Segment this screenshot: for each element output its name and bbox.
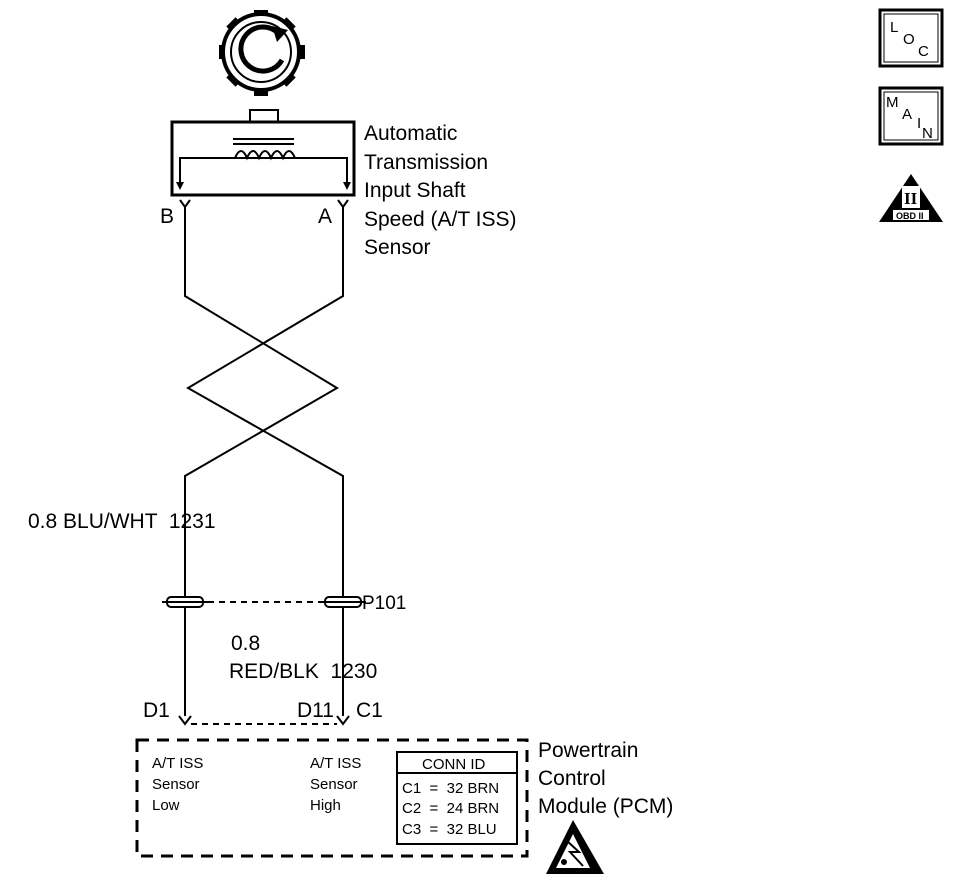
obd-label: OBD II bbox=[896, 211, 924, 221]
high-label-line-1: A/T ISS bbox=[310, 755, 361, 772]
high-label-line-3: High bbox=[310, 797, 341, 814]
pcm-name-line-1: Powertrain bbox=[538, 739, 638, 762]
pcm-pin-d11-label: D11 bbox=[297, 699, 334, 722]
conn-id-box bbox=[396, 751, 518, 845]
iss-sensor-body bbox=[170, 109, 356, 197]
pcm-name-line-3: Module (PCM) bbox=[538, 795, 673, 818]
low-label-line-3: Low bbox=[152, 797, 180, 814]
loc-letter-o: O bbox=[903, 31, 915, 48]
esd-warning-icon bbox=[546, 820, 604, 874]
conn-id-row-c2: C2 = 24 BRN bbox=[402, 800, 499, 817]
high-label-line-2: Sensor bbox=[310, 776, 358, 793]
pcm-pin-d1-label: D1 bbox=[143, 699, 170, 722]
sensor-name-line-1: Automatic bbox=[364, 122, 457, 145]
left-circuit-label: 0.8 BLU/WHT 1231 bbox=[28, 510, 216, 533]
sensor-name-line-4: Speed (A/T ISS) bbox=[364, 208, 517, 231]
obd-numeral: II bbox=[904, 189, 918, 208]
main-letter-m: M bbox=[886, 94, 899, 111]
p101-label: P101 bbox=[362, 593, 406, 614]
rotating-gear-icon bbox=[219, 10, 305, 96]
main-letter-n: N bbox=[922, 125, 933, 142]
coil-icon bbox=[233, 138, 296, 161]
conn-id-title: CONN ID bbox=[422, 756, 486, 773]
pcm-pin-d11-terminal bbox=[336, 715, 350, 726]
conn-id-row-c3: C3 = 32 BLU bbox=[402, 821, 497, 838]
sensor-pin-a-terminal bbox=[337, 199, 349, 209]
main-letter-i: I bbox=[917, 115, 921, 132]
wire-blu-wht-1231 bbox=[184, 207, 339, 596]
conn-id-row-c1: C1 = 32 BRN bbox=[402, 780, 499, 797]
low-label-line-2: Sensor bbox=[152, 776, 200, 793]
sensor-pin-a-label: A bbox=[318, 205, 332, 228]
sensor-pin-b-label: B bbox=[160, 205, 174, 228]
sensor-name-line-5: Sensor bbox=[364, 236, 431, 259]
pcm-module-box bbox=[135, 738, 529, 858]
loc-badge-icon: L O C bbox=[878, 8, 944, 68]
right-circuit-label: RED/BLK 1230 bbox=[229, 660, 377, 683]
p101-connector bbox=[162, 596, 366, 608]
obd-ii-badge-icon: II OBD II bbox=[879, 174, 943, 222]
sensor-pin-b-terminal bbox=[179, 199, 191, 209]
right-wire-size-label: 0.8 bbox=[231, 632, 260, 655]
pcm-name-line-2: Control bbox=[538, 767, 606, 790]
main-badge-icon: M A I N bbox=[878, 86, 944, 146]
pcm-pin-d1-terminal bbox=[178, 715, 192, 726]
loc-letter-c: C bbox=[918, 43, 929, 60]
sensor-name-line-3: Input Shaft bbox=[364, 179, 466, 202]
sensor-name-line-2: Transmission bbox=[364, 151, 488, 174]
wire-red-blk-1230 bbox=[186, 207, 344, 596]
main-letter-a: A bbox=[902, 106, 912, 123]
loc-letter-l: L bbox=[890, 19, 898, 36]
low-label-line-1: A/T ISS bbox=[152, 755, 203, 772]
pcm-pin-c1-label: C1 bbox=[356, 699, 383, 722]
